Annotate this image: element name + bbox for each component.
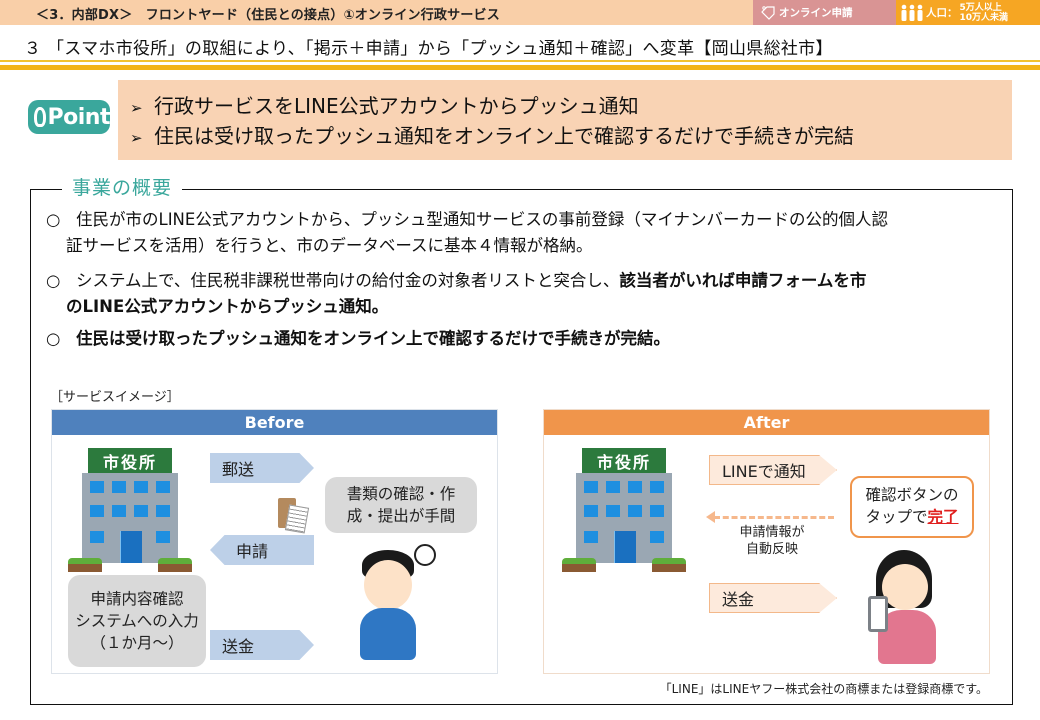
circle-bullet-icon: ○ [46, 210, 61, 229]
resident-burden-bubble: 書類の確認・作 成・提出が手間 [325, 477, 477, 533]
bubble-text: 書類の確認・作 [346, 485, 456, 503]
remit-arrow: 送金 [709, 583, 837, 613]
overview-box [30, 189, 1013, 705]
arrow-bullet-icon: ➢ [130, 129, 143, 147]
line-notify-arrow: LINEで通知 [709, 455, 837, 485]
overview-item: ○ システム上で、住民税非課税世帯向けの給付金の対象者リストと突合し、該当者がいれ… [46, 268, 1006, 320]
building-body [82, 473, 178, 563]
city-hall-sign: 市役所 [88, 448, 172, 473]
before-panel: Before 市役所 郵送 申請 送金 書類の確認・作 成・提出が手間 申請内容… [51, 409, 498, 674]
happy-resident-icon [864, 550, 954, 664]
online-application-label: オンライン申請 [779, 7, 853, 19]
point-item: ➢ 住民は受け取ったプッシュ通知をオンライン上で確認するだけで手続きが完結 [130, 122, 1012, 152]
remit-arrow: 送金 [210, 630, 314, 660]
bubble-text: タップで完了 [852, 506, 972, 528]
bubble-text: 確認ボタンの [865, 486, 959, 504]
service-image-label: ［サービスイメージ］ [50, 390, 180, 405]
bubble-text: 成・提出が手間 [346, 507, 456, 525]
auto-reflect-dashed-line [714, 516, 834, 519]
circle-bullet-icon: ○ [46, 271, 61, 290]
apply-arrow: 申請 [210, 535, 314, 565]
population-range-line2: 10万人未満 [959, 12, 1009, 23]
complete-emphasis: 完了 [927, 508, 959, 526]
auto-reflect-line: 申請情報が [739, 525, 805, 540]
before-panel-header: Before [52, 410, 497, 435]
tag-icon [761, 5, 775, 20]
point-item-text: 住民は受け取ったプッシュ通知をオンライン上で確認するだけで手続きが完結 [154, 124, 854, 148]
population-tag: 人口： 5万人以上 10万人未満 [896, 0, 1040, 25]
point-summary-box: ➢ 行政サービスをLINE公式アカウントからプッシュ通知 ➢ 住民は受け取ったプッシ… [118, 80, 1012, 160]
bubble-text: システムへの入力 [75, 612, 199, 630]
arrow-bullet-icon: ➢ [130, 99, 143, 117]
mail-arrow: 郵送 [210, 453, 314, 483]
population-range-line1: 5万人以上 [959, 2, 1002, 13]
population-label: 人口： [926, 7, 958, 19]
left-arrow-icon [706, 511, 715, 523]
overview-item-text: システム上で、住民税非課税世帯向けの給付金の対象者リストと突合し、 [76, 271, 620, 290]
after-panel: After 市役所 LINEで通知 申請情報が 自動反映 送金 確認ボタンの タ… [543, 409, 990, 674]
divider [0, 60, 1040, 62]
smartphone-icon [868, 596, 888, 632]
overview-item-emphasis: のLINE公式アカウントからプッシュ通知。 [66, 297, 389, 316]
point-item: ➢ 行政サービスをLINE公式アカウントからプッシュ通知 [130, 92, 1012, 122]
overview-item-text: 証サービスを活用）を行うと、市のデータベースに基本４情報が格納。 [66, 236, 593, 255]
overview-item-emphasis: 住民は受け取ったプッシュ通知をオンライン上で確認するだけで手続きが完結。 [76, 329, 670, 348]
troubled-resident-icon [354, 544, 436, 660]
auto-reflect-text: 申請情報が 自動反映 [722, 524, 822, 558]
office-workload-bubble: 申請内容確認 システムへの入力 （１か月～） [68, 575, 206, 667]
overview-heading: 事業の概要 [62, 173, 183, 200]
overview-item-text: 住民が市のLINE公式アカウントから、プッシュ型通知サービスの事前登録（マイナン… [76, 210, 888, 229]
overview-item: ○ 住民は受け取ったプッシュ通知をオンライン上で確認するだけで手続きが完結。 [46, 326, 1006, 352]
documents-icon [278, 498, 310, 534]
divider [0, 65, 1040, 70]
after-panel-header: After [544, 410, 989, 435]
city-hall-sign: 市役所 [582, 448, 666, 473]
trademark-note: 「LINE」はLINEヤフー株式会社の商標または登録商標です。 [659, 682, 988, 696]
page-title: ３ 「スマホ市役所」の取組により、「掲示＋申請」から「プッシュ通知＋確認」へ変革… [24, 39, 833, 59]
overview-item-emphasis: 該当者がいれば申請フォームを市 [619, 271, 867, 290]
bubble-text: 申請内容確認 [90, 590, 184, 608]
auto-reflect-line: 自動反映 [745, 542, 798, 557]
stress-swirl-icon [414, 544, 436, 566]
overview-item: ○ 住民が市のLINE公式アカウントから、プッシュ型通知サービスの事前登録（マイナ… [46, 207, 1006, 259]
building-body [576, 473, 672, 563]
bubble-text-prefix: タップで [865, 508, 928, 526]
point-logo-text: Point [47, 104, 111, 130]
city-hall-icon: 市役所 [562, 448, 686, 572]
online-application-tag: オンライン申請 [753, 0, 896, 25]
bubble-text: （１か月～） [90, 634, 184, 652]
section-title: ＜3．内部DX＞ フロントヤード（住民との接点）①オンライン行政サービス [36, 8, 500, 23]
lightbulb-icon [34, 107, 46, 127]
point-item-text: 行政サービスをLINE公式アカウントからプッシュ通知 [154, 94, 639, 118]
confirm-complete-bubble: 確認ボタンの タップで完了 [850, 476, 974, 538]
circle-bullet-icon: ○ [46, 329, 61, 348]
point-logo: Point [28, 100, 111, 134]
city-hall-icon: 市役所 [68, 448, 192, 572]
people-icon [901, 4, 923, 21]
population-range: 5万人以上 10万人未満 [960, 3, 1009, 23]
